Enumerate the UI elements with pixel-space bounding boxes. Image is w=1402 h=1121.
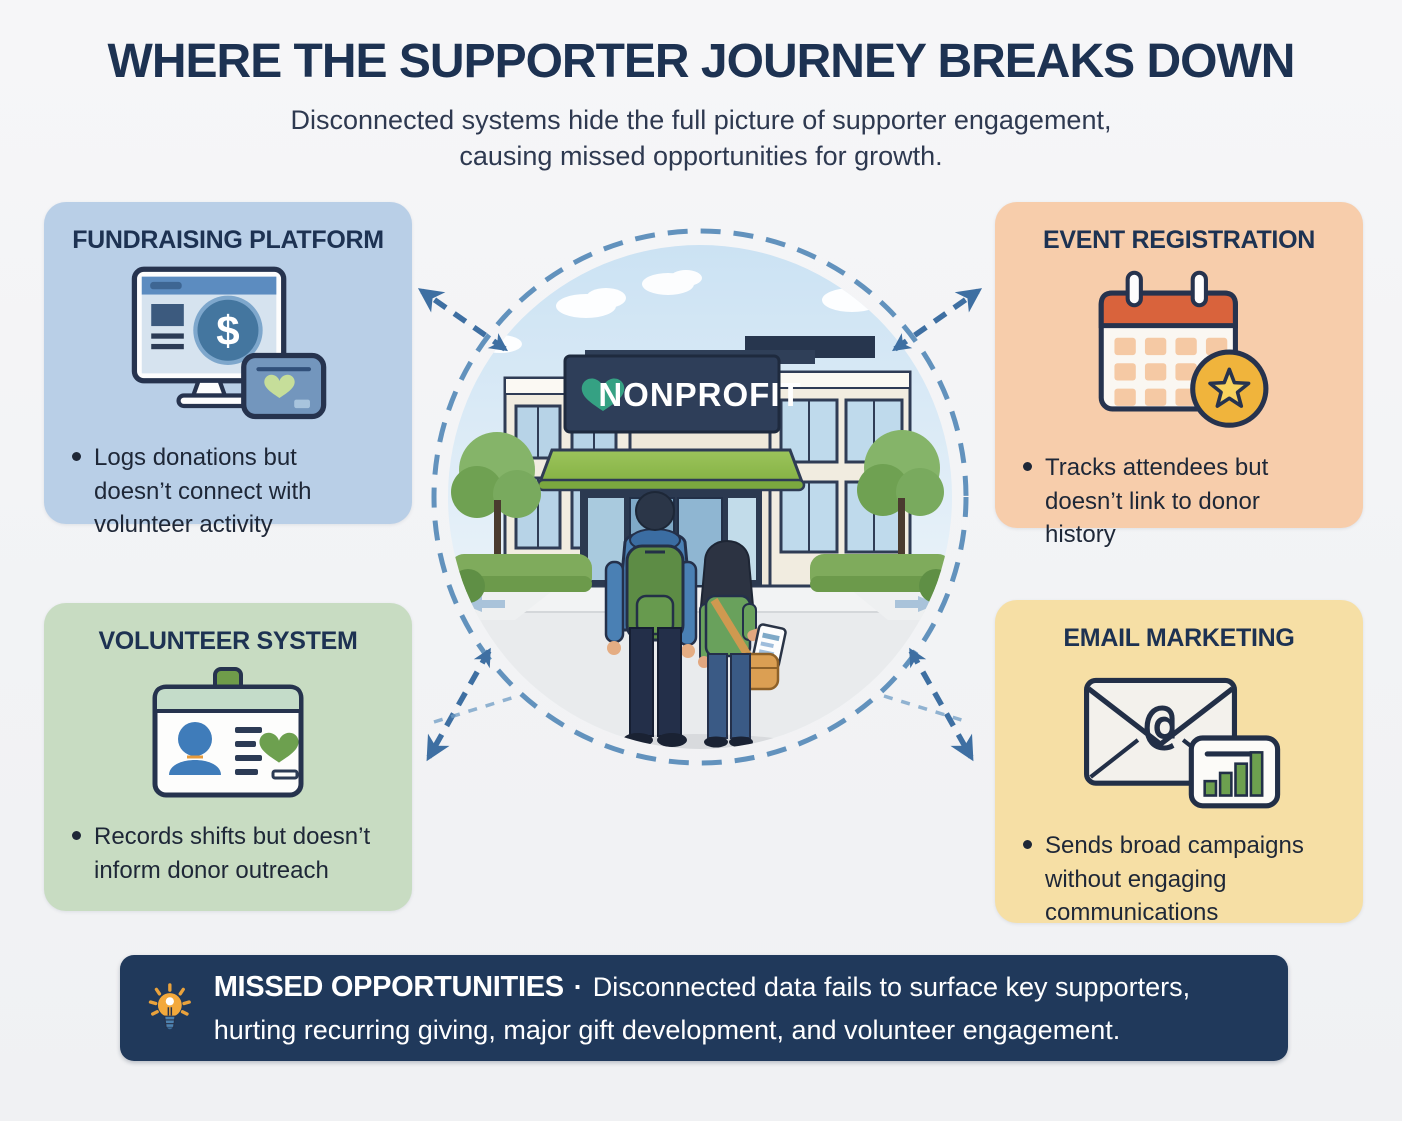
- card-bullet: Records shifts but doesn’t inform donor …: [68, 820, 388, 887]
- connector-arrow-top-left: [417, 288, 509, 352]
- shadow: [587, 734, 803, 749]
- banner-heading: MISSED OPPORTUNITIES: [213, 971, 564, 1003]
- dollar-icon: $: [216, 307, 239, 354]
- bullet-dot: [1023, 462, 1032, 471]
- crossing-dash-bottom-left: [433, 694, 519, 724]
- missed-opportunities-banner: MISSED OPPORTUNITIES ·Disconnected data f…: [120, 955, 1288, 1061]
- card-bullet: Logs donations but doesn’t connect with …: [68, 441, 388, 542]
- envelope-chart-icon: @: [1084, 677, 1281, 809]
- banner-text: MISSED OPPORTUNITIES ·Disconnected data f…: [214, 966, 1262, 1050]
- connector-arrow-bottom-left: [426, 647, 492, 762]
- card-bullet: Tracks attendees but doesn’t link to don…: [1019, 451, 1339, 552]
- woman-figure: [698, 540, 787, 748]
- nonprofit-sign: NONPROFIT: [563, 354, 801, 434]
- man-figure: [604, 491, 698, 747]
- card-event-registration: EVENT REGISTRATION T: [995, 202, 1363, 548]
- id-badge-icon: [152, 667, 304, 798]
- subtitle-line-2: causing missed opportunities for growth.: [459, 140, 943, 171]
- card-bullet-text: Tracks attendees but doesn’t link to don…: [1045, 454, 1269, 549]
- heart-icon: [259, 732, 299, 763]
- card-bullet-text: Sends broad campaigns without engaging c…: [1045, 832, 1304, 927]
- card-bullet: Sends broad campaigns without engaging c…: [1019, 829, 1339, 930]
- card-title: FUNDRAISING PLATFORM: [72, 226, 384, 254]
- card-title: VOLUNTEER SYSTEM: [98, 627, 358, 655]
- bullet-dot: [1023, 840, 1032, 849]
- crossing-dash-bottom-right: [883, 694, 969, 724]
- card-bullet-text: Records shifts but doesn’t inform donor …: [94, 823, 371, 884]
- subtitle-line-1: Disconnected systems hide the full pictu…: [290, 105, 1112, 135]
- card-title: EMAIL MARKETING: [1063, 624, 1295, 652]
- awning: [536, 448, 806, 492]
- bullet-dot: [72, 452, 81, 461]
- card-volunteer-system: VOLUNTEER SYSTEM Records shifts but does…: [44, 603, 412, 911]
- heart-icon: [263, 374, 295, 398]
- connector-arrow-top-right: [891, 288, 983, 352]
- page-title: WHERE THE SUPPORTER JOURNEY BREAKS DOWN: [107, 35, 1296, 88]
- dashed-circle: [431, 228, 969, 766]
- bullet-dot: [72, 831, 81, 840]
- heart-icon: [581, 378, 625, 411]
- donation-monitor-icon: $: [131, 266, 326, 420]
- card-fundraising-platform: FUNDRAISING PLATFORM $: [44, 202, 412, 538]
- at-icon: @: [1144, 692, 1176, 755]
- nonprofit-scene: NONPROFIT: [448, 245, 952, 749]
- header: WHERE THE SUPPORTER JOURNEY BREAKS DOWN …: [0, 34, 1402, 174]
- card-email-marketing: EMAIL MARKETING @ Sends broad camp: [995, 600, 1363, 926]
- card-bullet-text: Logs donations but doesn’t connect with …: [94, 444, 312, 539]
- banner-separator: ·: [573, 972, 583, 1002]
- connector-arrow-bottom-right: [908, 647, 974, 762]
- nonprofit-building: NONPROFIT: [503, 336, 912, 588]
- calendar-star-icon: [1098, 270, 1268, 428]
- card-title: EVENT REGISTRATION: [1043, 226, 1315, 254]
- banner-body: Disconnected data fails to surface key s…: [213, 972, 1191, 1045]
- lightbulb-icon: [148, 983, 191, 1030]
- star-icon: [1207, 367, 1250, 408]
- nonprofit-sign-text: NONPROFIT: [598, 376, 801, 413]
